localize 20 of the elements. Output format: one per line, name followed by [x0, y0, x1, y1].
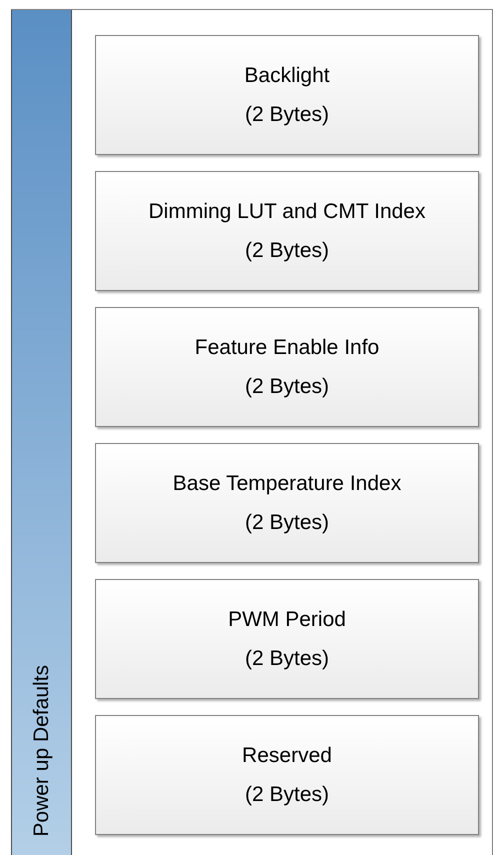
field-box: [95, 579, 479, 699]
field-name: PWM Period: [228, 607, 346, 633]
field-name: Reserved: [242, 743, 332, 769]
field-size: (2 Bytes): [244, 782, 330, 808]
section-title: Power up Defaults: [28, 665, 54, 837]
field-name: Base Temperature Index: [172, 471, 402, 497]
field-box: [95, 35, 479, 155]
field-box: [95, 307, 479, 427]
field-name: Dimming LUT and CMT Index: [148, 199, 426, 225]
section-panel: [11, 9, 493, 855]
field-size: (2 Bytes): [244, 646, 330, 672]
field-box: [95, 443, 479, 563]
field-size: (2 Bytes): [244, 102, 330, 128]
field-size: (2 Bytes): [244, 374, 330, 400]
field-name: Feature Enable Info: [194, 335, 380, 361]
field-box: [95, 171, 479, 291]
field-name: Backlight: [244, 63, 330, 89]
field-box: [95, 715, 479, 835]
field-size: (2 Bytes): [244, 510, 330, 536]
field-size: (2 Bytes): [244, 238, 330, 264]
